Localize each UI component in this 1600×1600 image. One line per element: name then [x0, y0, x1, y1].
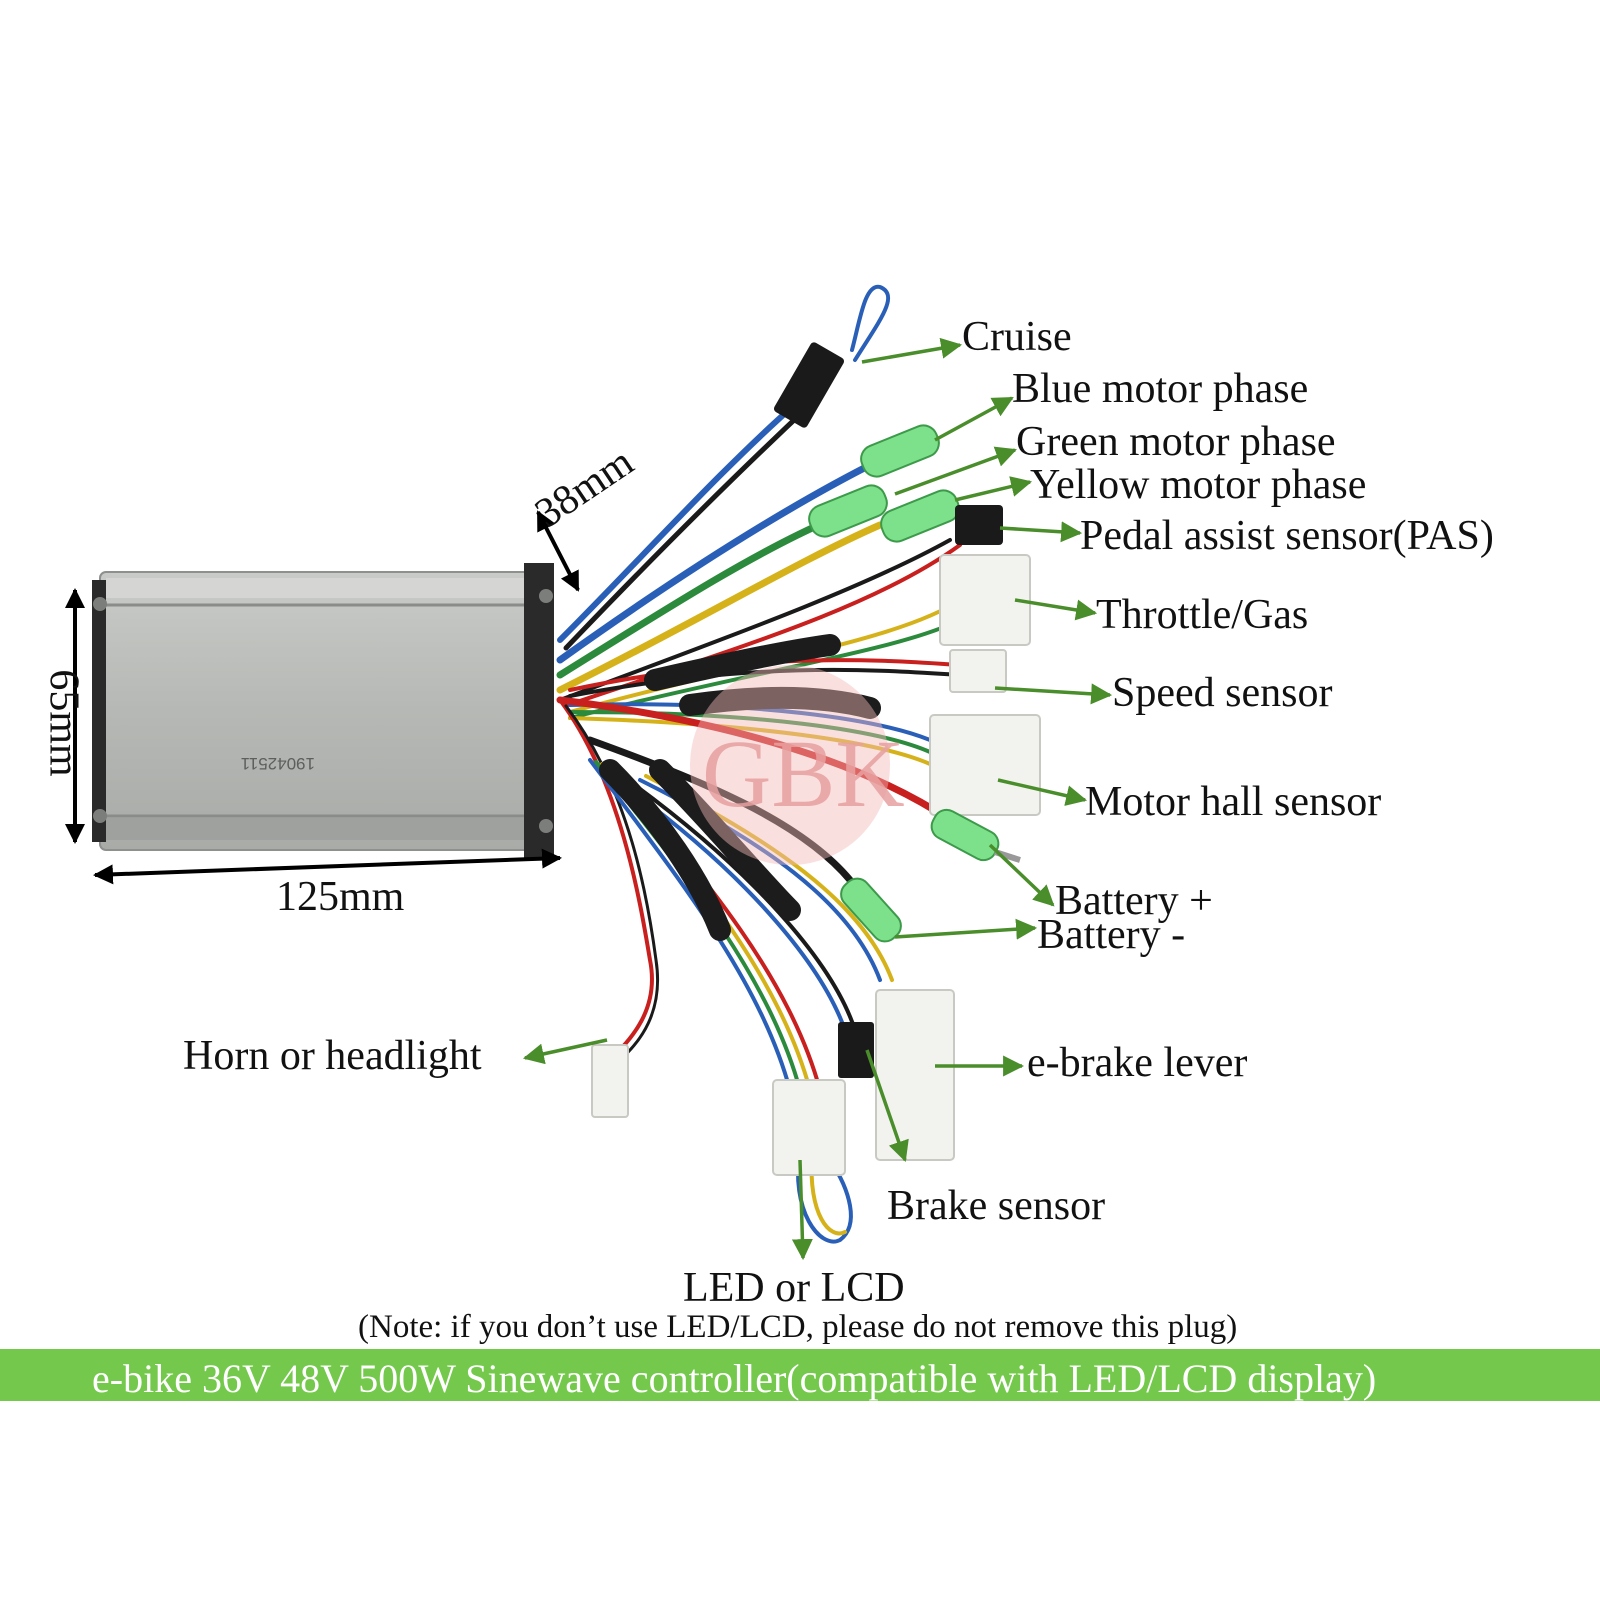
pas-connector — [955, 505, 1003, 545]
green-phase-connector — [808, 484, 888, 538]
led-lcd-connector — [772, 1079, 846, 1176]
arrow-green-phase — [894, 446, 1017, 496]
brake-sensor-connector — [838, 1022, 874, 1078]
label-green-motor-phase: Green motor phase — [1016, 419, 1336, 465]
depth-dimension-arrow — [536, 510, 580, 592]
wire-cruise — [557, 397, 803, 643]
arrow-throttle — [1014, 598, 1098, 621]
label-motor-hall-sensor: Motor hall sensor — [1085, 779, 1382, 825]
dimension-width: 125mm — [276, 874, 405, 920]
title-banner: e-bike 36V 48V 500W Sinewave controller(… — [0, 1349, 1600, 1401]
connectors — [591, 342, 1041, 1176]
arrow-battery-minus — [894, 918, 1038, 940]
label-battery-plus: Battery + — [1055, 878, 1213, 924]
label-throttle: Throttle/Gas — [1096, 592, 1309, 638]
yellow-phase-connector — [880, 489, 960, 543]
arrow-horn — [522, 1038, 608, 1065]
serial-number: 19042511 — [241, 754, 315, 773]
label-led-lcd: LED or LCD — [683, 1265, 905, 1311]
width-dimension-arrow — [93, 848, 562, 885]
wire-horn — [558, 698, 654, 1062]
arrow-hall — [997, 778, 1088, 806]
label-pas: Pedal assist sensor(PAS) — [1080, 513, 1494, 559]
wire-battery-minus — [586, 736, 854, 884]
label-yellow-motor-phase: Yellow motor phase — [1030, 462, 1367, 508]
label-horn-headlight: Horn or headlight — [183, 1033, 482, 1079]
label-cruise: Cruise — [962, 314, 1072, 360]
controller-housing: 19042511 — [92, 563, 554, 859]
label-brake-sensor: Brake sensor — [887, 1183, 1106, 1229]
wire-green-phase — [556, 516, 834, 679]
arrow-speed — [994, 683, 1113, 705]
arrow-battery-plus — [988, 843, 1055, 907]
gbk-watermark: GBK — [690, 665, 905, 865]
arrow-blue-phase — [934, 396, 1014, 442]
label-blue-motor-phase: Blue motor phase — [1012, 366, 1309, 412]
cruise-connector — [774, 342, 844, 428]
led-lcd-note: (Note: if you don’t use LED/LCD, please … — [358, 1309, 1238, 1345]
wire-blue-phase — [556, 456, 884, 664]
label-speed-sensor: Speed sensor — [1112, 670, 1333, 716]
arrow-yellow-phase — [954, 476, 1033, 502]
wire-yellow-phase — [556, 521, 884, 694]
arrow-cruise — [861, 337, 963, 364]
logo-text: GBK — [702, 720, 905, 827]
wire-battery-plus — [556, 696, 954, 824]
banner-text: e-bike 36V 48V 500W Sinewave controller(… — [92, 1356, 1377, 1401]
heat-shrink-sleeves — [599, 634, 881, 941]
speed-connector — [949, 649, 1007, 693]
dimension-height: 65mm — [40, 669, 87, 777]
label-battery-minus: Battery - — [1037, 912, 1186, 958]
label-ebrake-lever: e-brake lever — [1027, 1040, 1248, 1086]
ebrake-connector — [875, 989, 955, 1161]
blue-phase-connector — [860, 424, 940, 478]
leader-arrows — [522, 337, 1113, 1261]
arrow-brake-sensor — [865, 1049, 909, 1162]
arrow-pas — [999, 521, 1083, 543]
hall-connector — [929, 714, 1041, 816]
dimension-arrows — [65, 510, 580, 885]
horn-connector — [591, 1044, 629, 1118]
arrow-led-lcd — [791, 1159, 813, 1261]
throttle-connector — [939, 554, 1031, 646]
